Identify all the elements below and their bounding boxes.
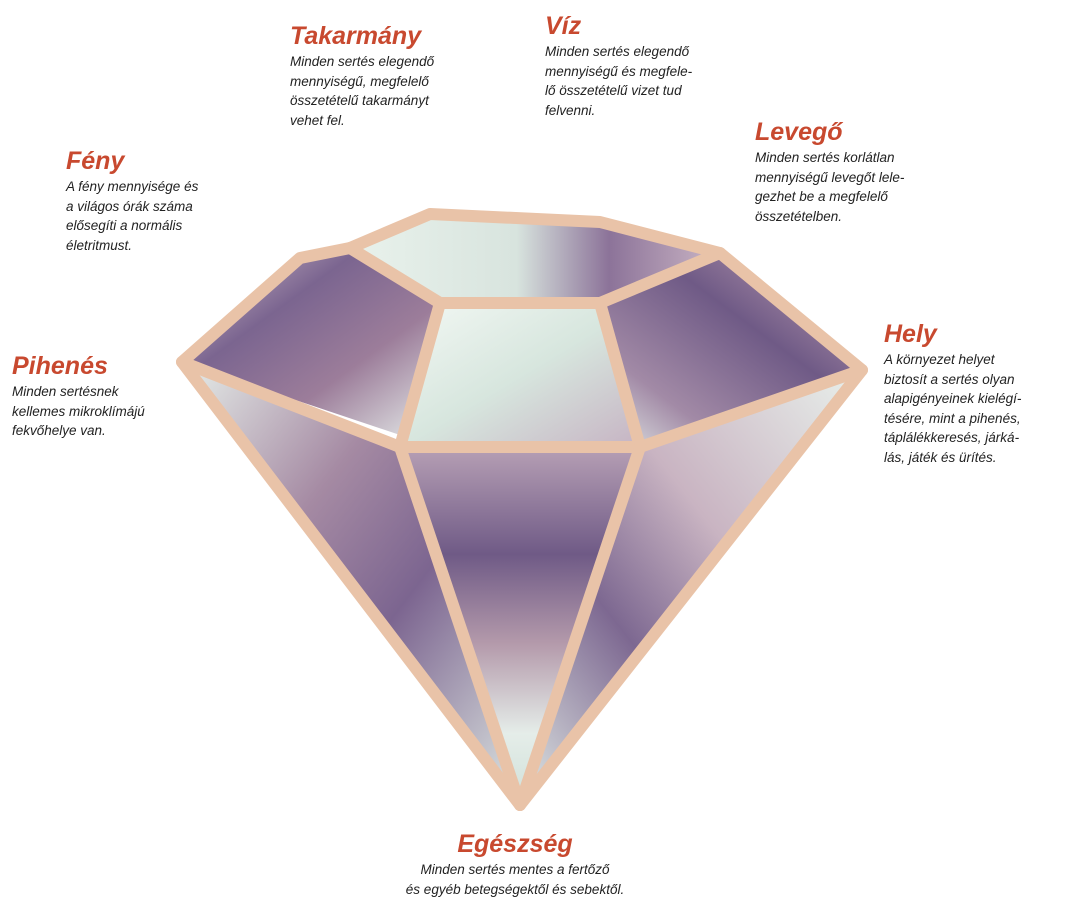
label-pihenes-text: Minden sertésnek kellemes mikroklímájú f… [12, 382, 212, 441]
label-feny-text: A fény mennyisége és a világos órák szám… [66, 177, 276, 255]
label-hely-text: A környezet helyet biztosít a sertés oly… [884, 350, 1079, 467]
label-levego-text: Minden sertés korlátlan mennyiségű leveg… [755, 148, 985, 226]
label-egeszseg-text: Minden sertés mentes a fertőző és egyéb … [330, 860, 700, 899]
label-levego-title: Levegő [755, 118, 985, 146]
label-hely-title: Hely [884, 320, 1079, 348]
label-feny-title: Fény [66, 147, 276, 175]
label-viz: Víz Minden sertés elegendő mennyiségű és… [545, 12, 775, 120]
label-egeszseg-title: Egészség [330, 830, 700, 858]
label-levego: Levegő Minden sertés korlátlan mennyiség… [755, 118, 985, 226]
label-takarmany: Takarmány Minden sertés elegendő mennyis… [290, 22, 520, 130]
label-egeszseg: Egészség Minden sertés mentes a fertőző … [330, 830, 700, 899]
label-pihenes: Pihenés Minden sertésnek kellemes mikrok… [12, 352, 212, 441]
label-takarmany-title: Takarmány [290, 22, 520, 50]
label-takarmany-text: Minden sertés elegendő mennyiségű, megfe… [290, 52, 520, 130]
label-feny: Fény A fény mennyisége és a világos órák… [66, 147, 276, 255]
label-pihenes-title: Pihenés [12, 352, 212, 380]
label-viz-title: Víz [545, 12, 775, 40]
label-viz-text: Minden sertés elegendő mennyiségű és meg… [545, 42, 775, 120]
label-hely: Hely A környezet helyet biztosít a serté… [884, 320, 1079, 467]
